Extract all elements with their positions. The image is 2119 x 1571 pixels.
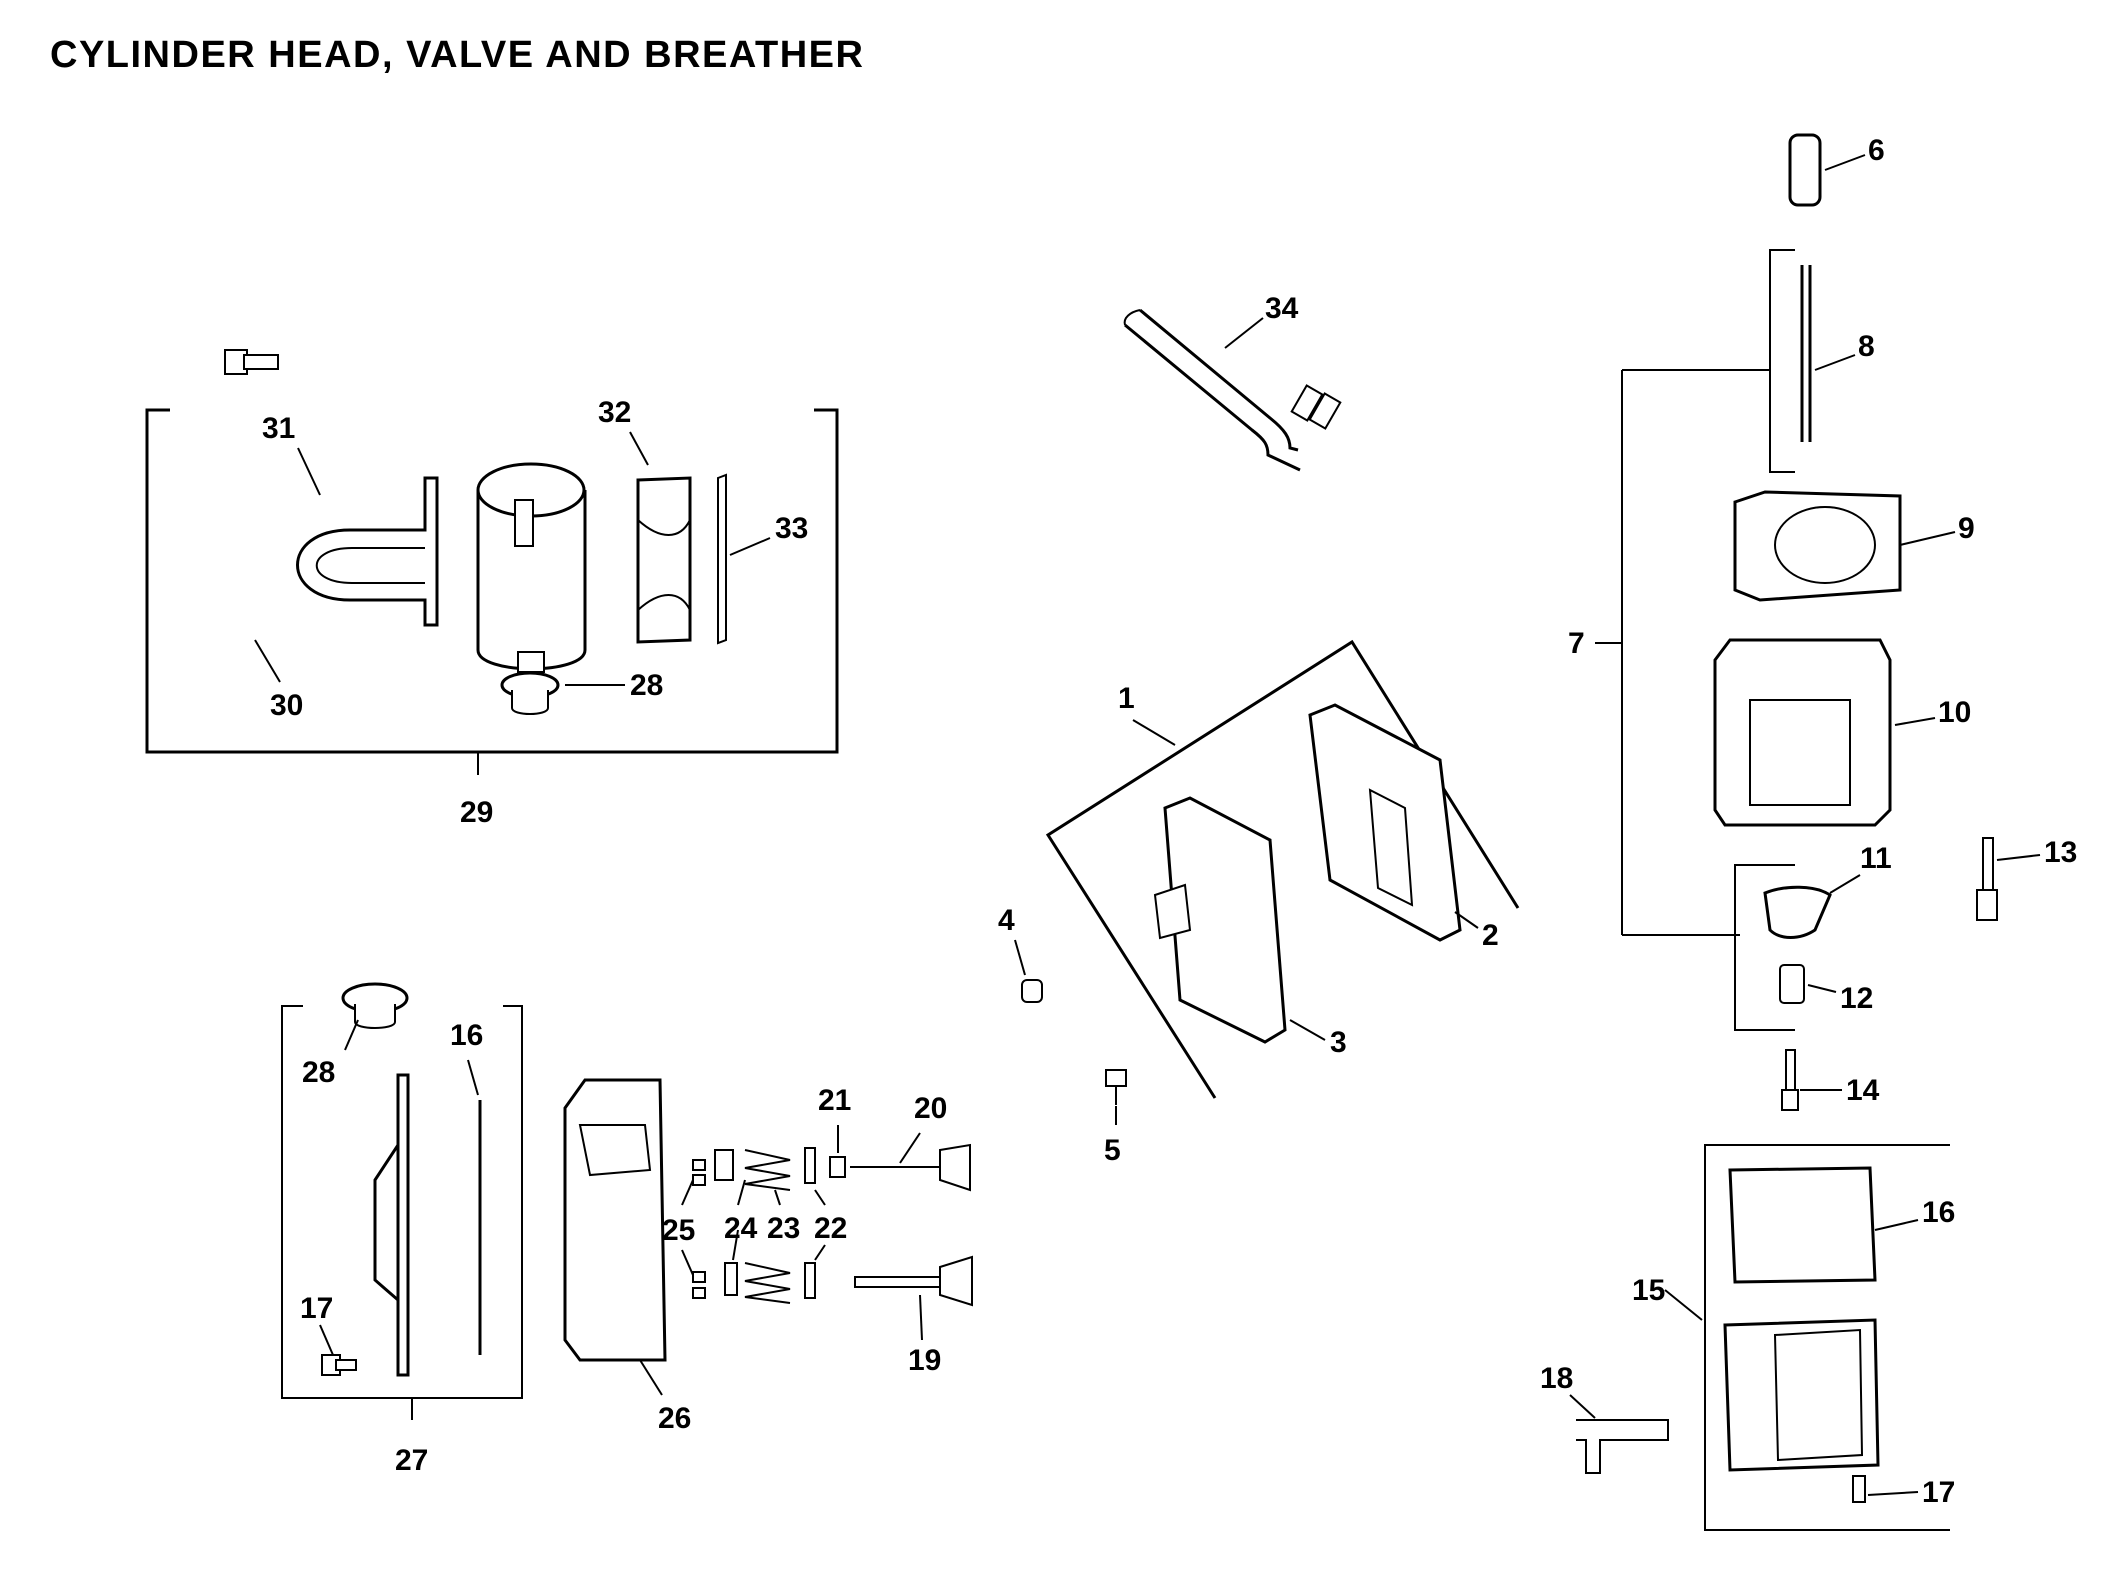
callout-labels: 1 2 3 4 5 6 7 8 9 10 11 12 13 14 15 16 1…: [262, 134, 2077, 1509]
callout-6: 6: [1868, 134, 1885, 167]
valve-cover-kit-group: [1021, 639, 1520, 1105]
callout-20: 20: [914, 1092, 947, 1125]
callout-16-right: 16: [1922, 1196, 1955, 1229]
callout-18: 18: [1540, 1362, 1573, 1395]
callout-23: 23: [767, 1212, 800, 1245]
callout-10: 10: [1938, 696, 1971, 729]
callout-14: 14: [1846, 1074, 1880, 1107]
callout-26: 26: [658, 1402, 691, 1435]
callout-25: 25: [662, 1214, 695, 1247]
valve-train-group: [563, 1078, 973, 1362]
callout-13: 13: [2044, 836, 2077, 869]
breather-hose-group: [1123, 308, 1342, 472]
page-title: CYLINDER HEAD, VALVE AND BREATHER: [50, 34, 865, 76]
callout-16-left: 16: [450, 1019, 483, 1052]
callout-8: 8: [1858, 330, 1875, 363]
callout-28-left: 28: [302, 1056, 335, 1089]
callout-17-left: 17: [300, 1292, 333, 1325]
callout-9: 9: [1958, 512, 1975, 545]
callout-21: 21: [818, 1084, 851, 1117]
callout-28-top: 28: [630, 669, 663, 702]
callout-34: 34: [1265, 292, 1299, 325]
callout-7: 7: [1568, 627, 1585, 660]
breather-assembly-group: [145, 349, 839, 775]
oil-separator-group: [281, 982, 523, 1420]
callout-15: 15: [1632, 1274, 1665, 1307]
rocker-cover-group: [1576, 1144, 1950, 1531]
callout-11: 11: [1860, 842, 1892, 875]
callout-31: 31: [262, 412, 295, 445]
leader-lines: [254, 154, 2041, 1496]
callout-17-right: 17: [1922, 1476, 1955, 1509]
callout-3: 3: [1330, 1026, 1347, 1059]
callout-32: 32: [598, 396, 631, 429]
callout-4: 4: [998, 904, 1015, 937]
callout-30: 30: [270, 689, 303, 722]
callout-2: 2: [1482, 919, 1499, 952]
callout-22: 22: [814, 1212, 847, 1245]
callout-12: 12: [1840, 982, 1873, 1015]
callout-5: 5: [1104, 1134, 1121, 1167]
callout-19: 19: [908, 1344, 941, 1377]
callout-29: 29: [460, 796, 493, 829]
callout-24: 24: [724, 1212, 758, 1245]
callout-33: 33: [775, 512, 808, 545]
cylinder-head-kit-group: [1621, 133, 1998, 1111]
callout-1: 1: [1118, 682, 1135, 715]
callout-27: 27: [395, 1444, 428, 1477]
